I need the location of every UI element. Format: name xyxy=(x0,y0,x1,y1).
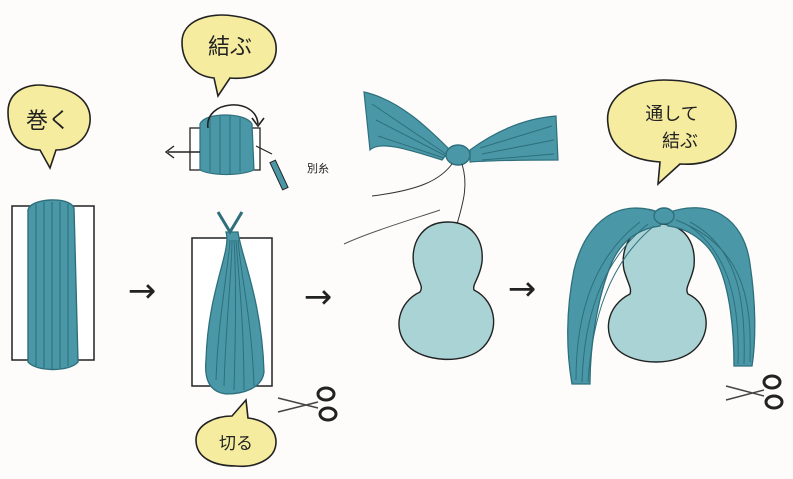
step-wind: 巻く xyxy=(8,85,94,369)
speech-bubble-cut: 切る xyxy=(196,400,276,466)
bubble-text-tie: 結ぶ xyxy=(208,35,252,60)
scissors-icon xyxy=(726,376,782,408)
step-finish: 通して 結ぶ xyxy=(568,80,782,408)
side-note-text: 別糸 xyxy=(307,162,329,175)
bubble-text-tie-2: 結ぶ xyxy=(662,131,698,152)
bubble-text-wind: 巻く xyxy=(26,109,70,134)
speech-bubble-tie: 結ぶ xyxy=(182,15,276,96)
speech-bubble-wind: 巻く xyxy=(8,85,90,168)
bubble-text-thread: 通して xyxy=(645,104,698,125)
arrow-1: → xyxy=(128,271,157,311)
step-attach xyxy=(344,92,558,359)
doll-body xyxy=(399,222,494,359)
wound-yarn xyxy=(28,200,78,370)
step-tie-cut: 結ぶ 別糸 切る xyxy=(166,15,336,466)
tie-detail: 別糸 xyxy=(166,105,329,190)
speech-bubble-thread-tie: 通して 結ぶ xyxy=(608,80,736,184)
scissors-icon xyxy=(278,388,336,420)
arrow-2: → xyxy=(304,277,333,317)
bubble-text-cut: 切る xyxy=(219,434,253,454)
yarn-bow xyxy=(344,92,558,244)
arrow-3: → xyxy=(508,269,537,309)
